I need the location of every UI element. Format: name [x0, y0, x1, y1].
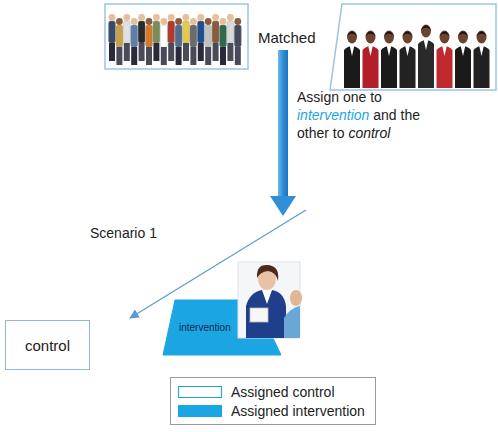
scenario-label: Scenario 1 [90, 224, 157, 242]
assign-arrow-shaft [278, 50, 288, 198]
legend-text: Assigned control [231, 384, 335, 400]
crowd-photo [105, 4, 248, 69]
legend-row: Assigned control [178, 382, 365, 401]
nurse-picture [238, 262, 302, 338]
legend-row: Assigned intervention [178, 401, 365, 420]
legend-text: Assigned intervention [231, 403, 365, 419]
node-text: control [25, 337, 70, 354]
group-figures [344, 25, 490, 89]
assign-note: Assign one to intervention and the other… [297, 88, 447, 143]
group-photo [330, 4, 496, 90]
match-label: Matched [258, 28, 316, 48]
legend-box: Assigned controlAssigned intervention [170, 377, 376, 425]
legend-swatch [178, 386, 222, 398]
assign-arrow-head [270, 196, 296, 216]
intervention-box: intervention [163, 300, 281, 355]
crowd-figures [109, 14, 242, 65]
legend-swatch [178, 405, 222, 417]
control-box: control [5, 320, 90, 370]
node-text: intervention [179, 322, 281, 333]
